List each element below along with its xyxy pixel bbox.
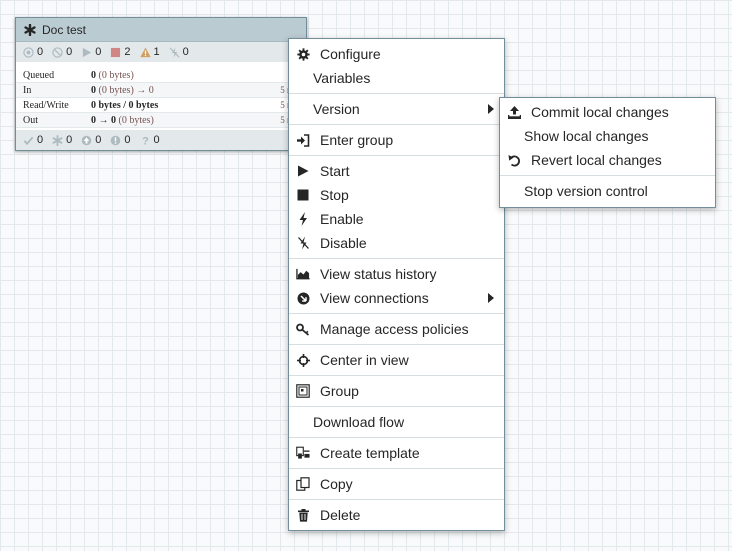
submenu-item-revert-local-changes[interactable]: Revert local changes: [500, 148, 715, 172]
menu-separator: [289, 406, 504, 407]
up-to-date-count: 0: [23, 134, 43, 146]
stale-icon: [81, 135, 92, 146]
invalid-count: 1: [139, 46, 160, 58]
unknown-icon: ?: [140, 135, 151, 145]
area-chart-icon: [296, 267, 310, 281]
menu-separator: [289, 93, 504, 94]
caret-right-icon: [488, 104, 494, 114]
menu-separator: [289, 155, 504, 156]
svg-text:?: ?: [142, 135, 149, 145]
stale-count: 0: [81, 134, 101, 146]
menu-item-stop[interactable]: Stop: [289, 183, 504, 207]
enter-group-icon: [296, 133, 310, 147]
menu-item-center-in-view[interactable]: Center in view: [289, 348, 504, 372]
menu-item-download-flow[interactable]: Download flow: [313, 414, 405, 430]
menu-separator: [289, 313, 504, 314]
menu-item-enable[interactable]: Enable: [289, 207, 504, 231]
menu-item-configure[interactable]: Configure: [289, 42, 504, 66]
menu-item-enter-group[interactable]: Enter group: [289, 128, 504, 152]
menu-item-create-template[interactable]: Create template: [289, 441, 504, 465]
group-icon: [296, 384, 310, 398]
menu-item-delete[interactable]: Delete: [289, 503, 504, 527]
process-group-icon: [24, 23, 36, 36]
menu-item-group[interactable]: Group: [289, 379, 504, 403]
version-submenu: Commit local changes Show local changes …: [499, 97, 716, 208]
upload-icon: [507, 105, 521, 119]
stats-row-out: Out 0 → 0 (0 bytes) 5 m: [16, 113, 306, 128]
running-count: 0: [81, 46, 101, 58]
menu-item-start[interactable]: Start: [289, 159, 504, 183]
sync-failure-count: 0: [110, 134, 131, 146]
stopped-icon: [110, 47, 121, 58]
menu-separator: [289, 124, 504, 125]
submenu-item-commit-local-changes[interactable]: Commit local changes: [500, 100, 715, 124]
not-transmitting-count: 0: [52, 46, 72, 58]
locally-modified-count: 0: [52, 134, 72, 146]
stats-row-in: In 0 (0 bytes) → 0 5 m: [16, 83, 306, 98]
stop-icon: [296, 188, 310, 202]
stats-row-read-write: Read/Write 0 bytes / 0 bytes 5 m: [16, 98, 306, 113]
not-transmitting-icon: [52, 46, 63, 58]
locally-modified-icon: [52, 134, 63, 146]
connections-icon: [296, 291, 310, 305]
invalid-icon: [139, 46, 151, 58]
process-group-stats-table: Queued 0 (0 bytes) In 0 (0 bytes) → 0 5 …: [16, 62, 306, 128]
menu-separator: [289, 499, 504, 500]
menu-separator: [500, 175, 715, 176]
menu-separator: [289, 344, 504, 345]
transmitting-icon: [23, 46, 34, 58]
menu-separator: [289, 258, 504, 259]
context-menu: Configure Variables Version Enter group …: [288, 38, 505, 531]
menu-item-version[interactable]: Version: [289, 97, 504, 121]
sync-failure-icon: [110, 135, 121, 146]
process-group-version-bar: 0 0 0 0 ? 0: [16, 130, 306, 150]
key-icon: [296, 322, 310, 336]
menu-separator: [289, 375, 504, 376]
menu-item-variables[interactable]: Variables: [313, 70, 371, 86]
unknown-count: ? 0: [140, 134, 160, 146]
menu-item-copy[interactable]: Copy: [289, 472, 504, 496]
menu-item-view-status-history[interactable]: View status history: [289, 262, 504, 286]
process-group-stats-bar: 0 0 0 2 1 0: [16, 42, 306, 62]
caret-right-icon: [488, 293, 494, 303]
stats-row-queued: Queued 0 (0 bytes): [16, 68, 306, 83]
copy-icon: [296, 477, 310, 491]
process-group-title-bar[interactable]: Doc test: [16, 18, 306, 42]
lightning-icon: [296, 212, 310, 226]
transmitting-count: 0: [23, 46, 43, 58]
undo-icon: [507, 153, 521, 167]
gear-icon: [296, 47, 310, 61]
submenu-item-stop-version-control[interactable]: Stop version control: [524, 183, 648, 199]
menu-separator: [289, 468, 504, 469]
template-icon: [296, 446, 310, 460]
running-icon: [81, 47, 92, 58]
disabled-count: 0: [169, 46, 189, 58]
menu-item-manage-access-policies[interactable]: Manage access policies: [289, 317, 504, 341]
menu-separator: [289, 437, 504, 438]
menu-item-disable[interactable]: Disable: [289, 231, 504, 255]
crosshairs-icon: [296, 353, 310, 367]
stopped-count: 2: [110, 46, 131, 58]
play-icon: [296, 164, 310, 178]
process-group-name: Doc test: [42, 22, 87, 37]
up-to-date-icon: [23, 135, 34, 146]
process-group-doc-test[interactable]: Doc test 0 0 0 2 1 0 Queued 0 (: [15, 17, 307, 151]
disable-icon: [296, 236, 310, 250]
menu-item-view-connections[interactable]: View connections: [289, 286, 504, 310]
submenu-item-show-local-changes[interactable]: Show local changes: [524, 128, 649, 144]
trash-icon: [296, 508, 310, 522]
disabled-icon: [169, 46, 180, 58]
